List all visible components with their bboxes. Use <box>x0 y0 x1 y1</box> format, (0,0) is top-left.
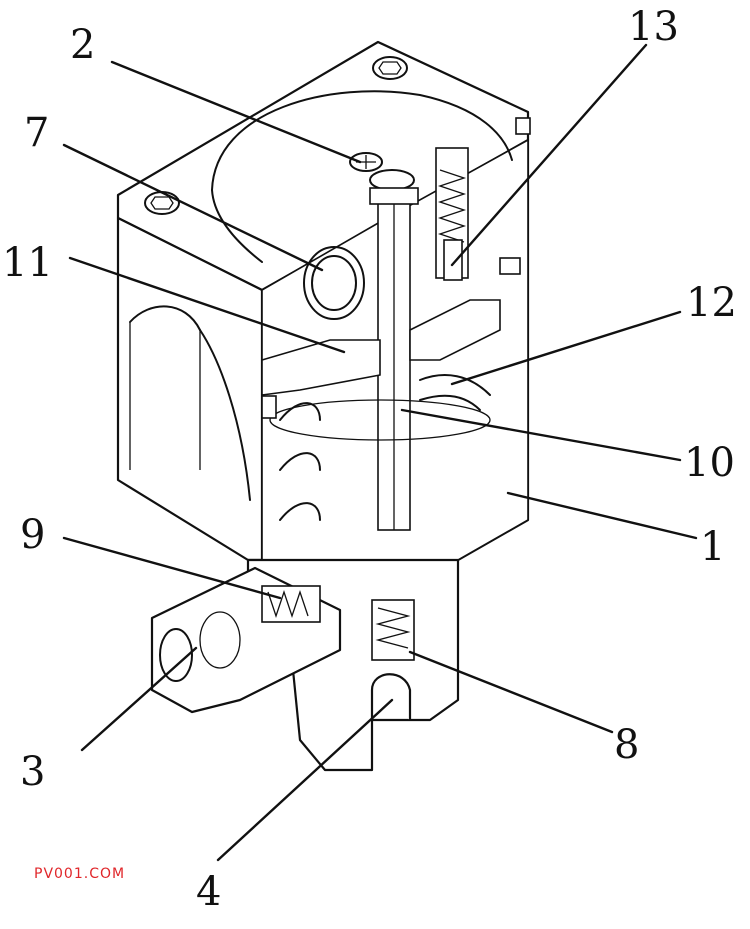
callout-labels: 2 13 7 11 12 10 1 9 3 8 4 <box>2 4 737 915</box>
outlet-4 <box>288 639 412 772</box>
callout-7: 7 <box>24 110 49 156</box>
leader-4 <box>216 698 394 862</box>
check-valve-9 <box>261 585 321 623</box>
leader-7 <box>62 143 324 272</box>
bolt-head-top-right <box>372 56 408 80</box>
leader-13 <box>450 43 648 267</box>
leader-lines <box>62 43 698 862</box>
valve-8 <box>371 599 415 661</box>
callout-10: 10 <box>684 440 735 486</box>
passage-12 <box>419 374 491 396</box>
callout-11: 11 <box>2 240 53 286</box>
leader-1 <box>506 491 698 540</box>
top-cap-curve-lower <box>211 189 263 263</box>
callout-8: 8 <box>614 722 639 768</box>
callout-13: 13 <box>628 4 679 50</box>
leader-3 <box>80 646 198 752</box>
valve-body <box>116 40 531 772</box>
spring-13 <box>435 147 469 281</box>
callout-4: 4 <box>196 869 221 915</box>
cylinder-top <box>129 305 201 331</box>
leader-12 <box>450 310 682 386</box>
callout-1: 1 <box>700 524 725 570</box>
leader-2 <box>110 60 362 164</box>
callout-12: 12 <box>686 280 737 326</box>
top-cap-curve <box>211 90 513 191</box>
leader-9 <box>62 536 282 600</box>
leader-8 <box>408 650 614 734</box>
leader-10 <box>400 408 682 462</box>
leader-11 <box>68 256 346 354</box>
stem-10 <box>369 187 419 531</box>
callout-9: 9 <box>20 512 45 558</box>
watermark-text: PV001.COM <box>34 866 125 882</box>
callout-3: 3 <box>20 749 45 795</box>
callout-2: 2 <box>70 22 95 68</box>
port-7 <box>303 246 365 320</box>
piston-11 <box>261 299 501 396</box>
